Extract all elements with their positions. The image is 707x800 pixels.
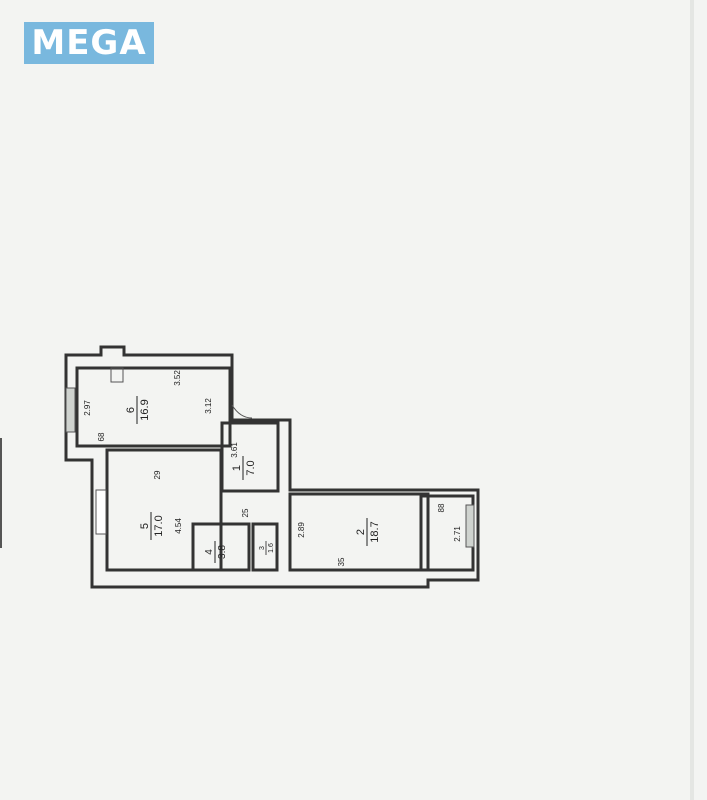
mega-logo: MEGA [24, 22, 154, 64]
room-3-area: 1.6 [268, 543, 275, 553]
room-4-number: 4 [204, 549, 215, 555]
logo-text: MEGA [31, 23, 147, 63]
room-3-number: 3 [259, 546, 266, 550]
room-1-number: 1 [231, 465, 243, 471]
room-2-label: 2 18.7 [355, 518, 381, 546]
dim-r6-right: 3.12 [204, 398, 213, 414]
dim-r1-top: 3.61 [230, 442, 239, 458]
dim-r1-bottom: 25 [241, 508, 250, 517]
room-1-area: 7.0 [245, 460, 257, 475]
plan-walls [64, 345, 480, 589]
dim-r2-left: 2.89 [297, 522, 306, 538]
room-1-label: 1 7.0 [231, 456, 257, 480]
room-3-label: 3 1.6 [259, 541, 275, 555]
room-6-area: 16.9 [139, 399, 151, 420]
room-4-area: 3.8 [217, 545, 228, 559]
dim-r2-top-right: 88 [437, 503, 446, 512]
room-2-number: 2 [355, 529, 367, 535]
scan-edge [690, 0, 694, 800]
dim-r6-left: 2.97 [83, 400, 92, 416]
plan-details [65, 367, 475, 548]
dim-r6-top: 3.52 [173, 370, 182, 386]
dimension-labels: 3.52 3.12 2.97 68 29 4.54 3.61 25 2.89 3… [83, 370, 462, 567]
scan-mark [0, 438, 2, 548]
dim-r6-bottom: 68 [97, 432, 106, 441]
dim-r2-right: 2.71 [453, 526, 462, 542]
room-5-number: 5 [139, 523, 151, 529]
room-4-label: 4 3.8 [204, 541, 228, 563]
room-6-number: 6 [125, 407, 137, 413]
room-5-label: 5 17.0 [139, 512, 165, 540]
dim-r5-top: 29 [153, 470, 162, 479]
dim-r5-right: 4.54 [174, 518, 183, 534]
room-6-label: 6 16.9 [125, 396, 151, 424]
dim-r2-bottom: 35 [337, 557, 346, 566]
room-5-area: 17.0 [153, 515, 165, 536]
room-2-area: 18.7 [369, 521, 381, 542]
